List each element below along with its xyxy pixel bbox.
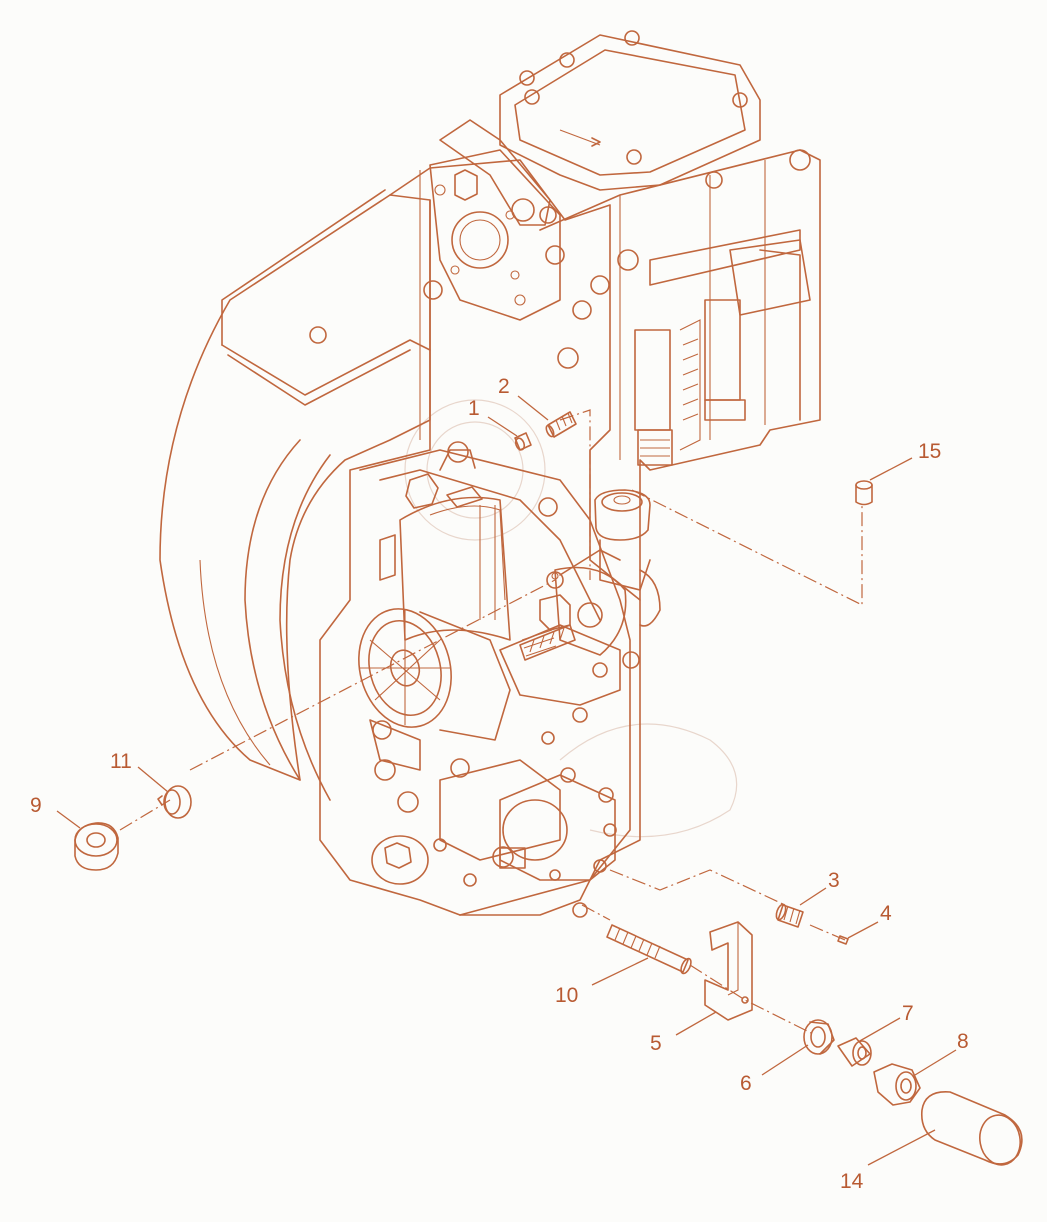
watermark-logo: [404, 399, 738, 838]
part-2-stud: [545, 411, 577, 438]
callout-8: 8: [957, 1030, 969, 1053]
callout-7: 7: [902, 1002, 914, 1025]
part-7-spacer: [837, 1037, 872, 1067]
callout-11: 11: [110, 750, 132, 773]
pushrod-tubes: [634, 249, 801, 466]
callout-1: 1: [468, 397, 480, 420]
part-11-clip: [157, 785, 192, 819]
part-1-pin: [514, 432, 532, 451]
callout-10: 10: [555, 984, 578, 1007]
callout-labels: 1 2 3 4 5 6 7 8 9 10 11 14 15: [30, 375, 969, 1193]
callout-6: 6: [740, 1072, 752, 1095]
part-4-pin: [837, 935, 849, 945]
part-5-bracket: [704, 921, 753, 1021]
callout-5: 5: [650, 1032, 662, 1055]
loose-parts: [74, 411, 1023, 1166]
callout-3: 3: [828, 869, 840, 892]
assembly-lines: [119, 409, 863, 1036]
part-10-stud: [606, 924, 692, 975]
callout-2: 2: [498, 375, 510, 398]
engine-block: [159, 30, 821, 918]
part-3-stud: [775, 903, 804, 928]
callout-9: 9: [30, 794, 42, 817]
part-15-plug: [855, 480, 873, 506]
fan-rotor: [358, 608, 511, 741]
part-6-washer: [803, 1019, 835, 1055]
callout-15: 15: [918, 440, 941, 463]
callout-leaders: [56, 395, 957, 1166]
part-8-nut: [873, 1063, 921, 1106]
callout-4: 4: [880, 902, 892, 925]
part-9-washer: [74, 822, 119, 871]
part-14-cap: [920, 1091, 1023, 1166]
callout-14: 14: [840, 1170, 864, 1193]
